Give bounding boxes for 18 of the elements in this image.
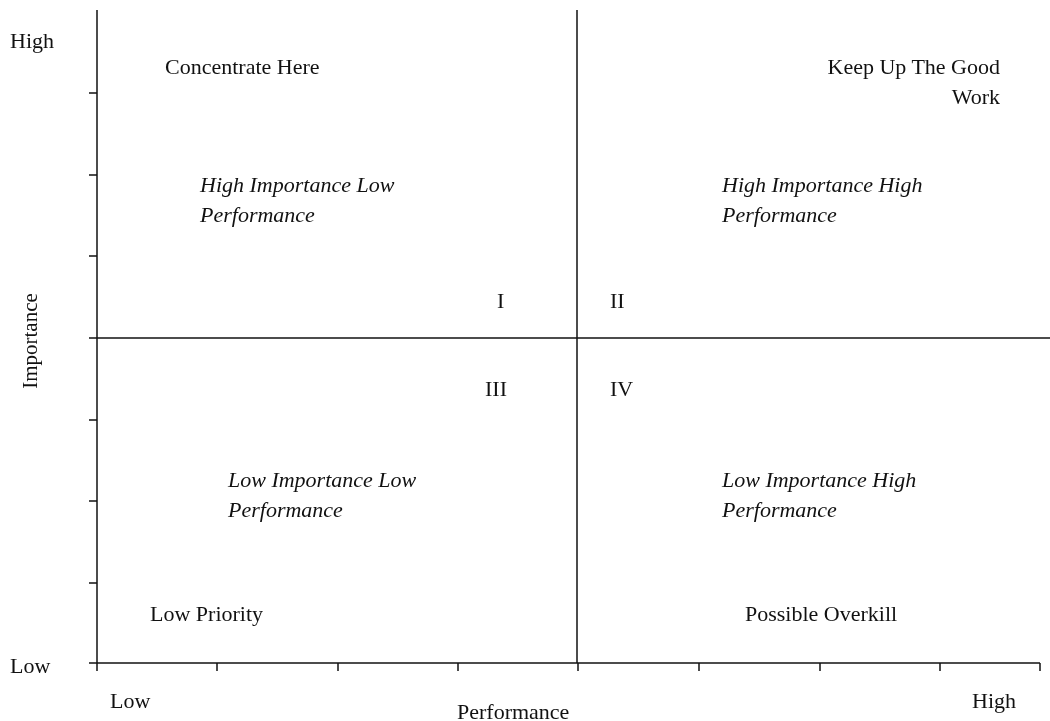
quadrant-number: IV [610, 375, 634, 403]
quadrant-title: Low Priority [150, 600, 264, 628]
axis-title: Importance [17, 292, 43, 391]
axis-tick-label: High [10, 27, 54, 55]
quadrant-title: Keep Up The Good Work [826, 53, 1000, 111]
axis-tick-label: Low [10, 652, 51, 680]
quadrant-description: Low Importance Low Performance [228, 466, 418, 524]
quadrant-title: Possible Overkill [745, 600, 898, 628]
quadrant-title: Concentrate Here [165, 53, 320, 81]
quadrant-number: II [610, 287, 625, 315]
quadrant-number: I [497, 287, 505, 315]
axis-tick-label: High [972, 687, 1016, 715]
axis-title: Performance [457, 698, 570, 721]
quadrant-description: Low Importance High Performance [722, 466, 918, 524]
quadrant-description: High Importance High Performance [722, 171, 924, 229]
quadrant-description: High Importance Low Performance [200, 171, 396, 229]
axis-tick-label: Low [110, 687, 151, 715]
quadrant-number: III [485, 375, 507, 403]
